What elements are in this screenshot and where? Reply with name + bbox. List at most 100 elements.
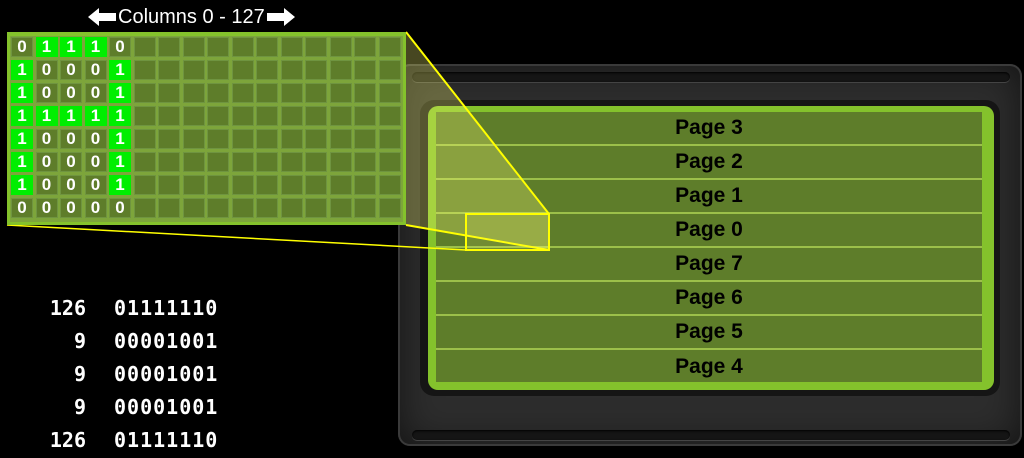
- grid-cell: [109, 198, 131, 218]
- grid-cell: [84, 106, 107, 126]
- grid-cell: [84, 129, 107, 149]
- grid-bit-label: 0: [66, 83, 76, 102]
- grid-cell: [231, 198, 254, 218]
- grid-bit-label: 1: [115, 106, 125, 125]
- grid-cell: [109, 60, 131, 80]
- grid-bit-label: 0: [41, 129, 52, 148]
- grid-bit-label: 1: [115, 83, 125, 102]
- binary-value: 00001001: [114, 395, 219, 419]
- grid-bit-label: 1: [90, 37, 101, 56]
- page-label: Page 4: [675, 355, 743, 378]
- grid-bit-label: 0: [41, 198, 52, 217]
- grid-cell: [305, 129, 327, 149]
- grid-cell: [11, 37, 33, 57]
- grid-cell: [84, 83, 107, 103]
- page-row: Page 4: [436, 350, 982, 384]
- grid-cell: [354, 60, 376, 80]
- grid-cell: [60, 129, 82, 149]
- grid-cell: [133, 198, 156, 218]
- grid-cell: [256, 129, 278, 149]
- grid-cell: [158, 129, 180, 149]
- grid-bit-label: 1: [90, 106, 101, 125]
- page-row: Page 7: [436, 248, 982, 282]
- grid-cell: [207, 175, 229, 195]
- grid-bit-label: 0: [66, 60, 76, 79]
- grid-cell: [35, 175, 58, 195]
- grid-bit-label: 0: [41, 60, 52, 79]
- grid-cell: [305, 198, 327, 218]
- columns-label: Columns 0 - 127: [118, 5, 265, 28]
- grid-cell: [378, 83, 401, 103]
- zoom-wedge: [406, 32, 549, 250]
- grid-cell: [280, 83, 303, 103]
- grid-cell: [329, 152, 352, 172]
- grid-bit-label: 0: [41, 175, 52, 194]
- grid-cell: [60, 60, 82, 80]
- grid-cell: [256, 198, 278, 218]
- grid-bit-label: 1: [17, 60, 27, 79]
- grid-cell: [207, 198, 229, 218]
- zoom-highlight-rect: [465, 213, 550, 251]
- grid-bit-label: 0: [90, 83, 101, 102]
- grid-cell: [280, 175, 303, 195]
- grid-bit-label: 1: [115, 129, 125, 148]
- grid-cell: [84, 37, 107, 57]
- page-label: Page 6: [675, 286, 743, 309]
- grid-cell: [60, 83, 82, 103]
- grid-cell: [158, 152, 180, 172]
- grid-cell: [354, 37, 376, 57]
- decimal-value: 9: [73, 362, 86, 386]
- grid-cell: [60, 106, 82, 126]
- page-row: Page 0: [436, 214, 982, 248]
- page-label: Page 3: [675, 116, 743, 139]
- grid-cell: [35, 60, 58, 80]
- binary-value: 01111110: [114, 428, 219, 452]
- grid-cell: [60, 37, 82, 57]
- page-label: Page 1: [675, 184, 743, 207]
- grid-bit-label: 0: [17, 37, 27, 56]
- grid-bit-label: 0: [41, 152, 52, 171]
- grid-cell: [231, 60, 254, 80]
- grid-cell: [378, 175, 401, 195]
- grid-cell: [109, 106, 131, 126]
- grid-bit-label: 0: [90, 60, 101, 79]
- grid-cell: [207, 60, 229, 80]
- grid-bit-label: 0: [115, 198, 125, 217]
- grid-cell: [207, 83, 229, 103]
- grid-cell: [305, 83, 327, 103]
- table-row: 9 00001001: [30, 325, 218, 358]
- grid-cell: [133, 129, 156, 149]
- grid-cell: [109, 83, 131, 103]
- page-row: Page 1: [436, 180, 982, 214]
- grid-cell: [182, 152, 205, 172]
- decimal-value: 126: [49, 296, 86, 320]
- grid-cell: [378, 106, 401, 126]
- grid-cell: [329, 106, 352, 126]
- grid-cell: [182, 60, 205, 80]
- page-row: Page 2: [436, 146, 982, 180]
- grid-cell: [109, 129, 131, 149]
- grid-cell: [256, 37, 278, 57]
- grid-cell: [378, 198, 401, 218]
- grid-cell: [280, 152, 303, 172]
- grid-cell: [158, 83, 180, 103]
- grid-cell: [231, 37, 254, 57]
- grid-cell: [231, 83, 254, 103]
- grid-cell: [84, 60, 107, 80]
- grid-cell: [11, 60, 33, 80]
- grid-cell: [231, 152, 254, 172]
- grid-cell: [378, 152, 401, 172]
- page-label: Page 5: [675, 320, 743, 343]
- grid-cell: [35, 106, 58, 126]
- grid-cell: [60, 175, 82, 195]
- grid-cell: [35, 129, 58, 149]
- grid-bit-label: 0: [17, 198, 27, 217]
- table-row: 9 00001001: [30, 391, 218, 424]
- grid-cell: [256, 152, 278, 172]
- grid-bit-label: 1: [17, 175, 27, 194]
- grid-cell: [60, 152, 82, 172]
- grid-cell: [182, 129, 205, 149]
- zoom-line-top: [405, 31, 550, 215]
